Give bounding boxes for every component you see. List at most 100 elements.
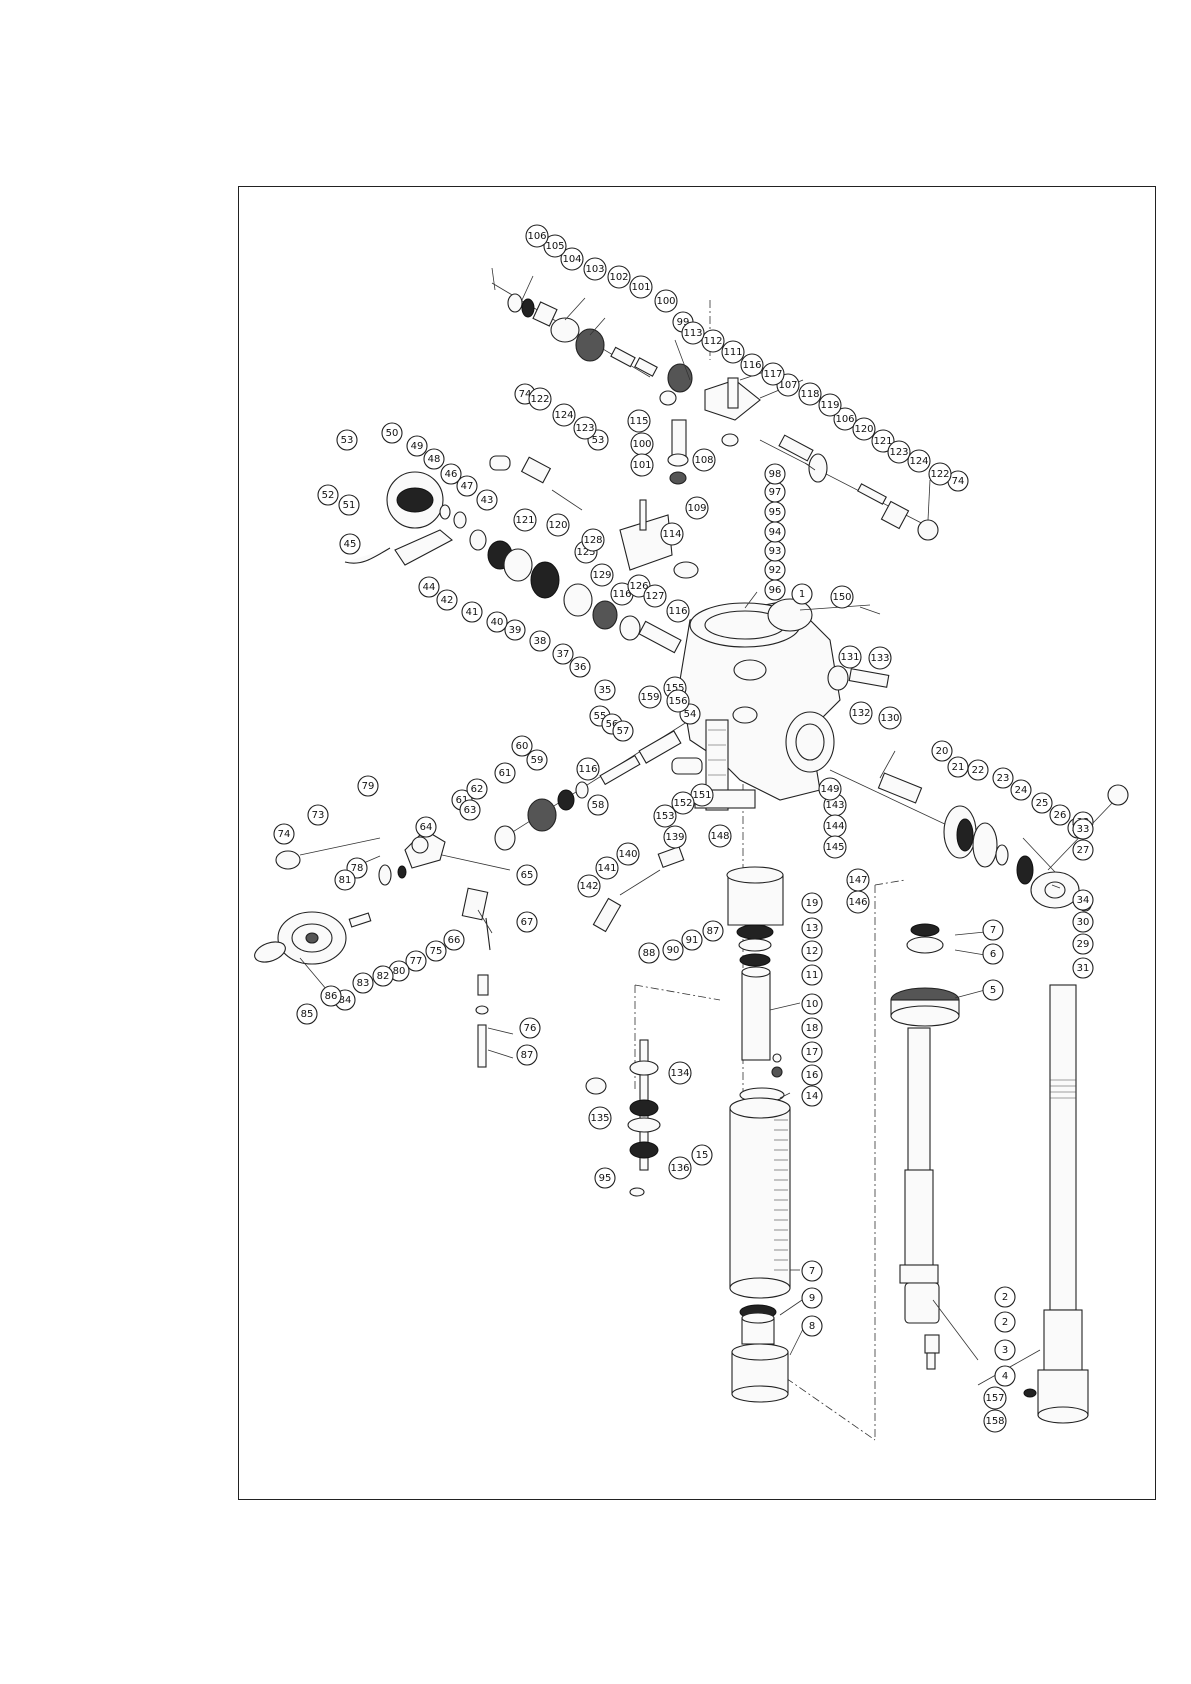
callout-label: 82: [377, 971, 390, 982]
callout-15: 15: [691, 1144, 713, 1166]
callout-label: 139: [665, 832, 684, 843]
callout-label: 33: [1077, 824, 1090, 835]
callout-120: 120: [852, 417, 876, 441]
callout-label: 24: [1015, 785, 1028, 796]
cover-plate: [619, 499, 699, 579]
callout-circle: [560, 247, 584, 271]
callout-135: 135: [588, 1106, 612, 1130]
callout-label: 122: [530, 394, 549, 405]
callout-124: 124: [907, 449, 931, 473]
callout-label: 92: [769, 565, 782, 576]
callout-circle: [1072, 933, 1094, 955]
callout-circle: [691, 1144, 713, 1166]
callout-label: 100: [632, 439, 651, 450]
callout-circle: [830, 585, 854, 609]
callout-44: 44: [418, 576, 440, 598]
callout-46: 46: [440, 463, 462, 485]
callout-157: 157: [983, 1386, 1007, 1410]
callout-label: 133: [870, 653, 889, 664]
callout-circle: [569, 656, 591, 678]
callout-20: 20: [931, 740, 953, 762]
callout-60: 60: [511, 735, 533, 757]
callout-label: 17: [806, 1047, 819, 1058]
callout-circle: [577, 874, 601, 898]
callout-label: 77: [410, 956, 423, 967]
callout-label: 97: [769, 487, 782, 498]
callout-label: 132: [851, 708, 870, 719]
right-upper-shaft: [759, 434, 939, 541]
callout-circle: [846, 868, 870, 892]
callout-circle: [576, 757, 600, 781]
callout-38: 38: [529, 630, 551, 652]
callout-circle: [668, 1156, 692, 1180]
callout-circle: [818, 777, 842, 801]
callout-label: 36: [574, 662, 587, 673]
callout-circle: [801, 892, 823, 914]
callout-97: 97: [764, 481, 786, 503]
callout-circle: [798, 382, 822, 406]
callout-circle: [849, 701, 873, 725]
callout-74: 74: [273, 823, 295, 845]
callout-87: 87: [702, 920, 724, 942]
callout-label: 76: [524, 1023, 537, 1034]
callout-circle: [833, 407, 857, 431]
callout-label: 50: [386, 428, 399, 439]
callout-label: 2: [1002, 1292, 1008, 1303]
callout-circle: [801, 964, 823, 986]
callout-8: 8: [801, 1315, 823, 1337]
callout-label: 21: [952, 762, 965, 773]
callout-label: 55: [594, 711, 607, 722]
callout-label: 129: [592, 570, 611, 581]
callout-40: 40: [486, 611, 508, 633]
callout-43: 43: [476, 489, 498, 511]
callout-label: 128: [583, 535, 602, 546]
callout-circle: [1072, 889, 1094, 911]
callout-label: 41: [466, 607, 479, 618]
callout-circle: [552, 403, 576, 427]
callout-label: 153: [655, 811, 674, 822]
callout-circle: [681, 321, 705, 345]
callout-circle: [273, 823, 295, 845]
callout-circle: [352, 972, 374, 994]
callout-64: 64: [415, 816, 437, 838]
callout-label: 80: [393, 966, 406, 977]
callout-label: 117: [763, 369, 782, 380]
callout-label: 114: [662, 529, 681, 540]
quill-stack: [726, 866, 791, 1403]
callout-label: 108: [694, 455, 713, 466]
callout-label: 124: [554, 410, 573, 421]
callout-label: 126: [629, 581, 648, 592]
callout-label: 140: [618, 849, 637, 860]
callout-label: 67: [521, 917, 534, 928]
callout-label: 43: [481, 495, 494, 506]
callout-11: 11: [801, 964, 823, 986]
left-mid-shaft: [494, 719, 691, 851]
callout-148: 148: [708, 824, 732, 848]
callout-circle: [525, 224, 549, 248]
callout-circle: [983, 1386, 1007, 1410]
callout-label: 127: [645, 591, 664, 602]
callout-24: 24: [1010, 779, 1032, 801]
callout-113: 113: [681, 321, 705, 345]
callout-102: 102: [607, 265, 631, 289]
callout-label: 59: [531, 755, 544, 766]
callout-153: 153: [653, 804, 677, 828]
callout-47: 47: [456, 475, 478, 497]
callout-label: 148: [710, 831, 729, 842]
callout-circle: [595, 856, 619, 880]
callout-label: 91: [686, 935, 699, 946]
callout-42: 42: [436, 589, 458, 611]
callout-5: 5: [982, 979, 1004, 1001]
callout-label: 44: [423, 582, 436, 593]
callout-30: 30: [1072, 911, 1094, 933]
callout-label: 8: [809, 1321, 815, 1332]
callout-circle: [372, 965, 394, 987]
callout-27: 27: [1072, 839, 1094, 861]
callout-7: 7: [982, 919, 1004, 941]
quill-rack-teeth: [774, 1119, 788, 1271]
callout-label: 104: [562, 254, 581, 265]
callout-50: 50: [381, 422, 403, 444]
callout-label: 13: [806, 923, 819, 934]
callout-label: 12: [806, 946, 819, 957]
callout-label: 61: [499, 768, 512, 779]
